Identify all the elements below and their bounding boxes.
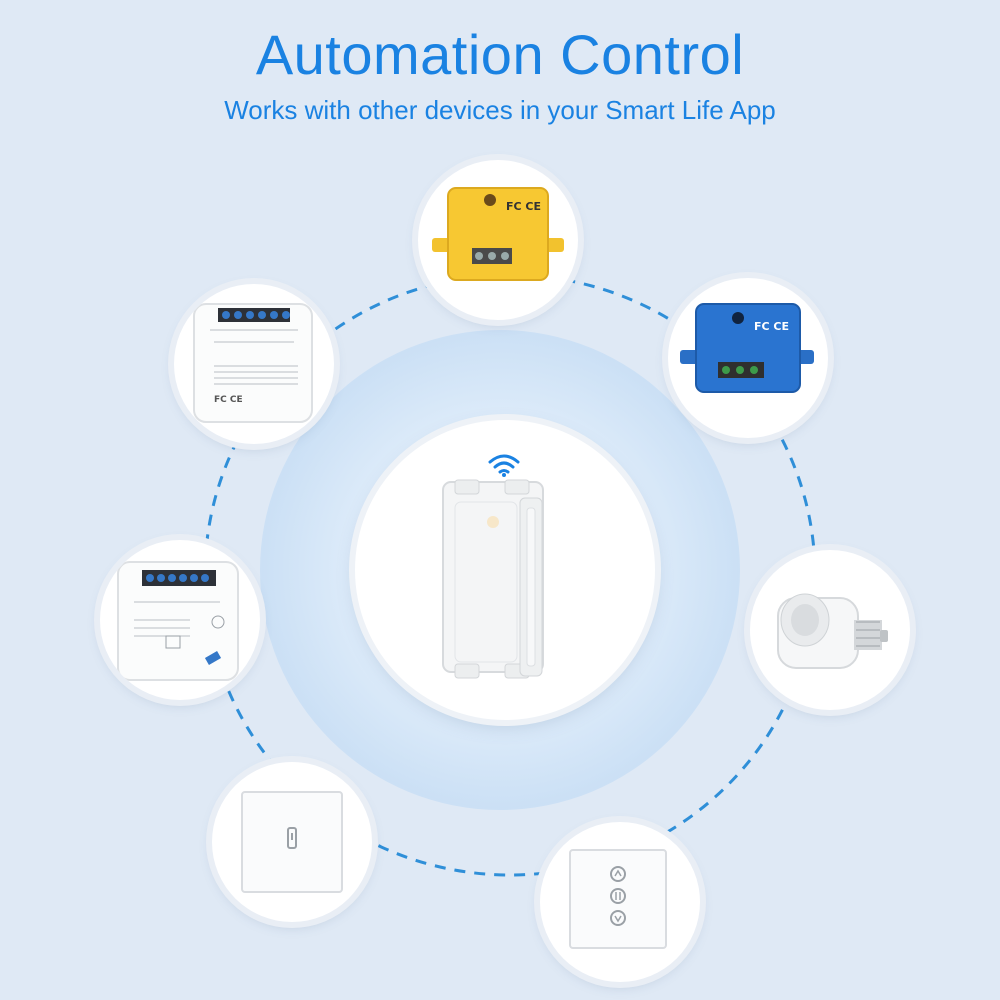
device-dual-relay: FC CE [174,284,334,444]
remote-receiver-icon [442,479,544,679]
page-title: Automation Control [255,23,745,86]
device-bulb-socket [750,550,910,710]
svg-text:FC CE: FC CE [214,395,243,405]
dual-relay-icon: FC CE [193,303,313,423]
svg-text:FC CE: FC CE [506,200,541,213]
device-curtain-switch [540,822,700,982]
device-blue-relay: FC CE [668,278,828,438]
svg-text:FC CE: FC CE [754,320,789,333]
wifi-icon [488,454,520,477]
device-touch-switch [212,762,372,922]
touch-switch-icon [241,791,343,893]
device-yellow-relay: FC CE [418,160,578,320]
page-subtitle: Works with other devices in your Smart L… [224,95,776,125]
blue-relay-icon: FC CE [680,303,814,393]
yellow-relay-icon: FC CE [432,187,564,281]
bulb-socket-icon [777,593,888,669]
device-motor-module [100,540,260,700]
curtain-switch-icon [569,849,667,949]
motor-module-icon [117,561,239,681]
